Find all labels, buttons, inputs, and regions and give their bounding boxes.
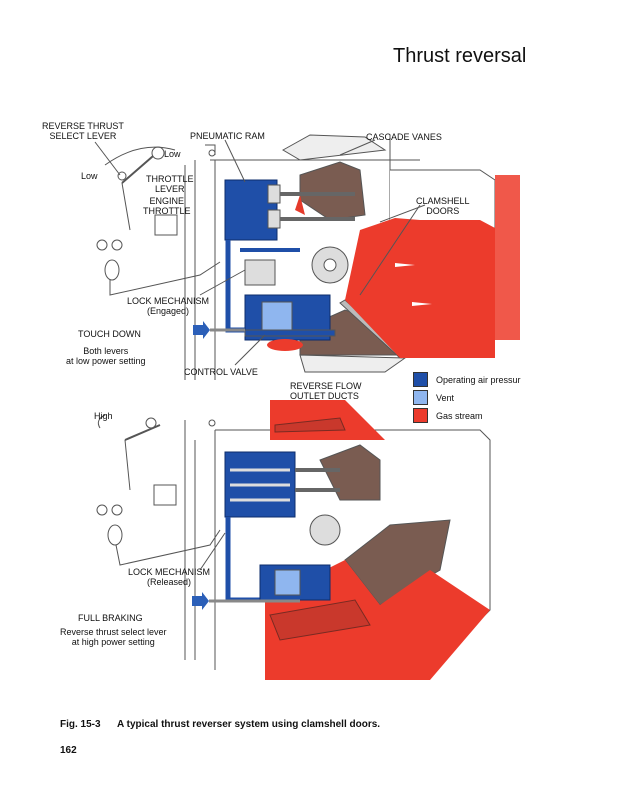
label-clamshell-doors: CLAMSHELL DOORS bbox=[416, 196, 470, 216]
page-title: Thrust reversal bbox=[393, 45, 527, 67]
label-line: Reverse thrust select lever bbox=[60, 627, 167, 637]
label-line: Both levers bbox=[83, 346, 129, 356]
label-line: OUTLET DUCTS bbox=[290, 391, 359, 401]
label-high: High bbox=[94, 411, 113, 421]
label-full-braking: FULL BRAKING bbox=[78, 613, 143, 623]
label-line: THROTTLE bbox=[146, 174, 194, 184]
label-line: (Released) bbox=[146, 577, 192, 587]
label-lock-mechanism-released: LOCK MECHANISM (Released) bbox=[128, 567, 210, 587]
label-pneumatic-ram: PNEUMATIC RAM bbox=[190, 131, 265, 141]
legend-operating-air-pressure: Operating air pressur bbox=[413, 372, 521, 387]
label-line: REVERSE THRUST bbox=[42, 121, 124, 131]
label-line: at high power setting bbox=[71, 637, 155, 647]
legend-label: Gas stream bbox=[436, 410, 483, 421]
label-line: THROTTLE bbox=[143, 206, 191, 216]
label-line: REVERSE FLOW bbox=[290, 381, 362, 391]
label-reverse-thrust-select-lever: REVERSE THRUST SELECT LEVER bbox=[42, 121, 124, 141]
legend-swatch bbox=[413, 372, 428, 387]
legend-vent: Vent bbox=[413, 390, 454, 405]
page-number: 162 bbox=[60, 745, 77, 756]
label-touch-down-desc: Both levers at low power setting bbox=[66, 346, 146, 366]
label-lock-mechanism-engaged: LOCK MECHANISM (Engaged) bbox=[127, 296, 209, 316]
label-line: LOCK MECHANISM bbox=[127, 296, 210, 306]
figure-caption: Fig. 15-3 A typical thrust reverser syst… bbox=[60, 719, 380, 730]
top-diagram bbox=[94, 134, 520, 380]
label-line: LEVER bbox=[155, 184, 185, 194]
label-line: ENGINE bbox=[149, 196, 185, 206]
label-cascade-vanes: CASCADE VANES bbox=[366, 132, 442, 142]
label-full-braking-desc: Reverse thrust select lever at high powe… bbox=[60, 627, 167, 647]
label-line: DOORS bbox=[426, 206, 460, 216]
label-engine-throttle: ENGINE THROTTLE bbox=[143, 196, 191, 216]
label-line: (Engaged) bbox=[146, 306, 190, 316]
label-line: at low power setting bbox=[66, 356, 146, 366]
label-line: LOCK MECHANISM bbox=[128, 567, 211, 577]
legend-label: Vent bbox=[436, 392, 455, 403]
bottom-diagram bbox=[96, 400, 491, 680]
label-reverse-flow-outlet-ducts: REVERSE FLOW OUTLET DUCTS bbox=[290, 381, 362, 401]
legend-gas-stream: Gas stream bbox=[413, 408, 483, 423]
label-line: CLAMSHELL bbox=[416, 196, 470, 206]
label-line: SELECT LEVER bbox=[49, 131, 117, 141]
label-control-valve: CONTROL VALVE bbox=[184, 367, 258, 377]
figure-caption-text: A typical thrust reverser system using c… bbox=[117, 719, 381, 730]
label-low: Low bbox=[164, 149, 181, 159]
legend-label: Operating air pressur bbox=[436, 374, 521, 385]
figure-number: Fig. 15-3 bbox=[60, 719, 101, 730]
label-throttle-lever: THROTTLE LEVER bbox=[146, 174, 194, 194]
legend-swatch bbox=[413, 390, 428, 405]
label-low: Low bbox=[81, 171, 98, 181]
legend-swatch bbox=[413, 408, 428, 423]
label-touch-down: TOUCH DOWN bbox=[78, 329, 141, 339]
